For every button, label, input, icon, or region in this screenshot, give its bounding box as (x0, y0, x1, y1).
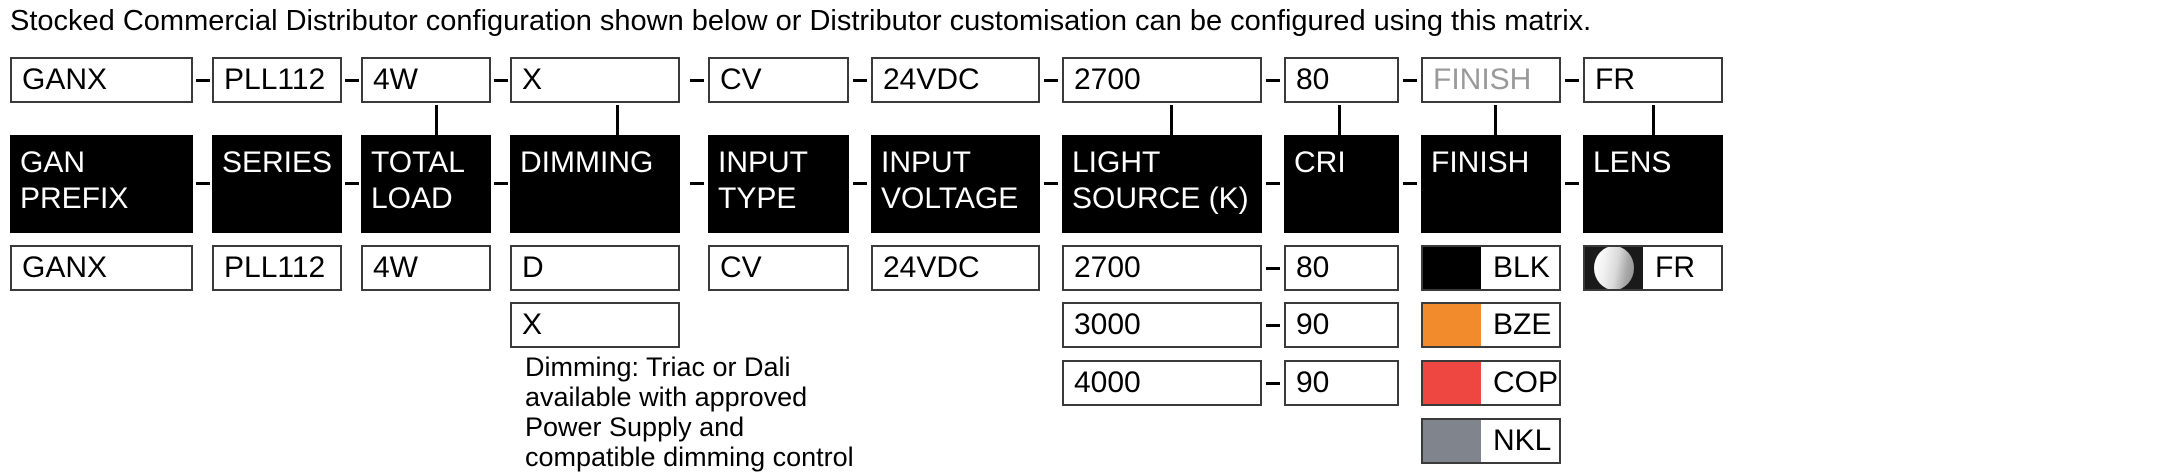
finish-code-label: NKL (1493, 424, 1552, 457)
connector-line-light-source (1170, 105, 1173, 135)
option-box-cri-1[interactable]: 90 (1284, 302, 1399, 348)
header-cell-total-load: TOTAL LOAD (361, 135, 491, 233)
header-cell-lens: LENS (1583, 135, 1723, 233)
header-line-1: LIGHT (1072, 146, 1161, 179)
finish-code-label: BLK (1493, 251, 1550, 284)
option-box-light-source-0[interactable]: 2700 (1062, 245, 1262, 291)
connector-line-finish (1494, 105, 1497, 135)
dash-separator (690, 182, 704, 185)
header-line-1: FINISH (1431, 146, 1530, 179)
header-cell-series: SERIES (212, 135, 342, 233)
config-box-lens[interactable]: FR (1583, 57, 1723, 103)
frosted-lens-icon (1585, 247, 1643, 289)
finish-code-label: COP (1493, 366, 1559, 399)
dash-separator (1266, 267, 1280, 270)
finish-color-chip-bze (1423, 304, 1481, 346)
header-line-1: INPUT (718, 146, 808, 179)
option-box-light-source-1[interactable]: 3000 (1062, 302, 1262, 348)
header-line-2: SOURCE (K) (1072, 182, 1249, 215)
header-cell-light-source: LIGHT SOURCE (K) (1062, 135, 1262, 233)
option-box-dimming-0[interactable]: D (510, 245, 680, 291)
dash-separator (1403, 182, 1417, 185)
dash-separator (853, 79, 867, 82)
dash-separator (494, 79, 508, 82)
option-box-finish-1[interactable]: BZE (1421, 302, 1561, 348)
dash-separator (1565, 79, 1579, 82)
option-box-cri-0[interactable]: 80 (1284, 245, 1399, 291)
dash-separator (1565, 182, 1579, 185)
intro-text: Stocked Commercial Distributor configura… (10, 5, 1592, 37)
option-box-cri-2[interactable]: 90 (1284, 360, 1399, 406)
dash-separator (1044, 79, 1058, 82)
header-line-1: CRI (1294, 146, 1346, 179)
option-box-input-type-0[interactable]: CV (708, 245, 849, 291)
dash-separator (1403, 79, 1417, 82)
header-line-2: LOAD (371, 182, 453, 215)
config-box-gan-prefix[interactable]: GANX (10, 57, 193, 103)
header-line-1: INPUT (881, 146, 971, 179)
header-cell-dimming: DIMMING (510, 135, 680, 233)
header-cell-input-voltage: INPUT VOLTAGE (871, 135, 1040, 233)
header-cell-gan-prefix: GAN PREFIX (10, 135, 193, 233)
header-line-1: SERIES (222, 146, 333, 179)
finish-color-chip-blk (1423, 247, 1481, 289)
connector-line-total-load (435, 105, 438, 135)
dash-separator (494, 182, 508, 185)
finish-color-chip-nkl (1423, 420, 1481, 462)
header-line-2: VOLTAGE (881, 182, 1019, 215)
config-box-total-load[interactable]: 4W (361, 57, 491, 103)
option-box-total-load-0[interactable]: 4W (361, 245, 491, 291)
header-line-1: DIMMING (520, 146, 654, 179)
connector-line-dimming (616, 105, 619, 135)
option-box-gan-prefix-0[interactable]: GANX (10, 245, 193, 291)
dash-separator (853, 182, 867, 185)
option-box-dimming-1[interactable]: X (510, 302, 680, 348)
header-line-2: TYPE (718, 182, 797, 215)
connector-line-cri (1338, 105, 1341, 135)
dash-separator (1266, 382, 1280, 385)
header-line-2: PREFIX (20, 182, 129, 215)
option-box-series-0[interactable]: PLL112 (212, 245, 342, 291)
config-box-input-type[interactable]: CV (708, 57, 849, 103)
config-box-dimming[interactable]: X (510, 57, 680, 103)
dash-separator (345, 182, 359, 185)
config-box-series[interactable]: PLL112 (212, 57, 342, 103)
dash-separator (345, 79, 359, 82)
option-box-light-source-2[interactable]: 4000 (1062, 360, 1262, 406)
header-line-1: LENS (1593, 146, 1672, 179)
header-cell-input-type: INPUT TYPE (708, 135, 849, 233)
connector-line-lens (1652, 105, 1655, 135)
header-cell-cri: CRI (1284, 135, 1399, 233)
dash-separator (196, 79, 210, 82)
header-cell-finish: FINISH (1421, 135, 1561, 233)
dash-separator (1266, 79, 1280, 82)
dash-separator (196, 182, 210, 185)
config-box-finish[interactable]: FINISH (1421, 57, 1561, 103)
header-line-1: GAN (20, 146, 86, 179)
dimming-note: Dimming: Triac or Dali available with ap… (525, 352, 854, 472)
option-box-input-voltage-0[interactable]: 24VDC (871, 245, 1040, 291)
dash-separator (1266, 324, 1280, 327)
option-box-finish-3[interactable]: NKL (1421, 418, 1561, 464)
finish-color-chip-cop (1423, 362, 1481, 404)
dash-separator (1266, 182, 1280, 185)
lens-code-label: FR (1655, 251, 1695, 284)
dash-separator (1044, 182, 1058, 185)
config-box-input-voltage[interactable]: 24VDC (871, 57, 1040, 103)
option-box-lens-0[interactable]: FR (1583, 245, 1723, 291)
config-box-light-source[interactable]: 2700 (1062, 57, 1262, 103)
config-box-cri[interactable]: 80 (1284, 57, 1399, 103)
dash-separator (690, 79, 704, 82)
option-box-finish-2[interactable]: COP (1421, 360, 1561, 406)
option-box-finish-0[interactable]: BLK (1421, 245, 1561, 291)
finish-code-label: BZE (1493, 308, 1552, 341)
header-line-1: TOTAL (371, 146, 465, 179)
